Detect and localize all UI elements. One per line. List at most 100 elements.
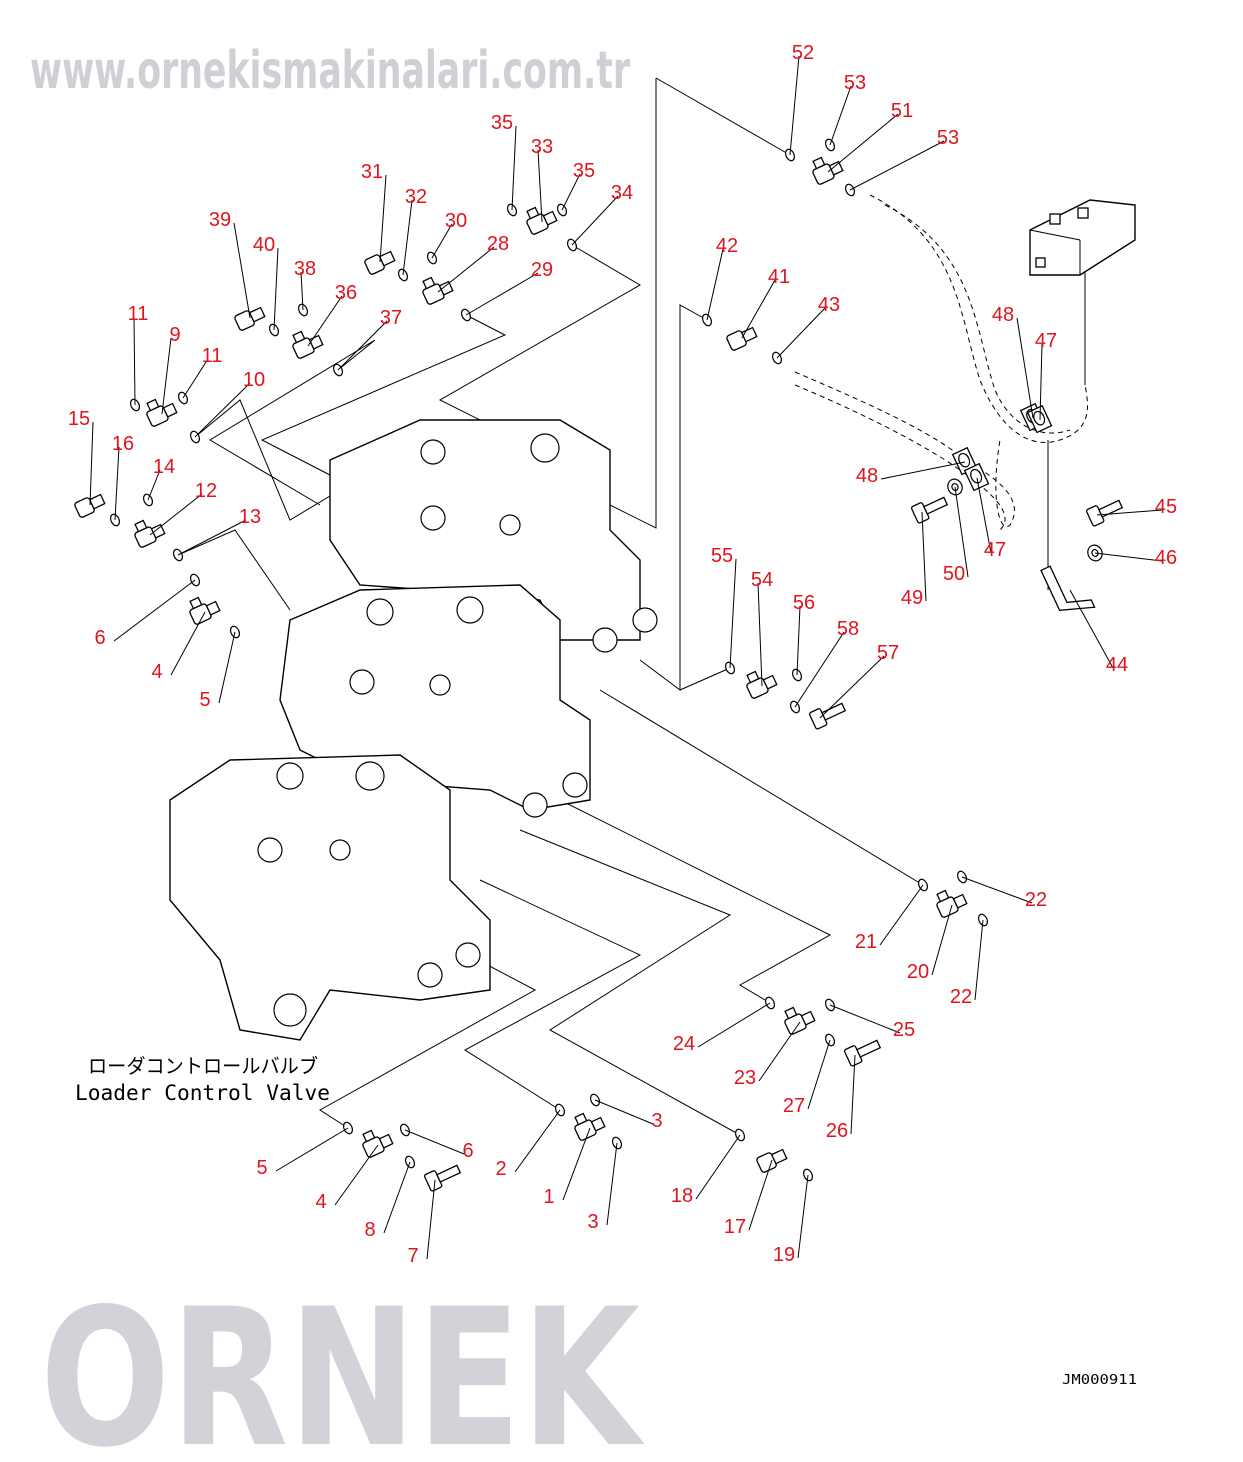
- leader-line: [1016, 317, 1034, 419]
- callout-labels: 5253515335333534313230282939403836371191…: [68, 42, 1177, 1267]
- caption-japanese: ローダコントロールバルブ: [88, 1054, 318, 1078]
- caption-english: Loader Control Valve: [75, 1081, 330, 1105]
- callout-label: 42: [716, 235, 738, 257]
- callout-label: 45: [1155, 496, 1177, 518]
- callout-label: 23: [734, 1067, 756, 1089]
- leader-line: [706, 248, 724, 321]
- leader-line: [796, 605, 801, 676]
- callout-label: 10: [243, 369, 265, 391]
- callout-label: 51: [891, 100, 913, 122]
- callout-label: 43: [818, 294, 840, 316]
- leader-line: [1094, 552, 1163, 562]
- leader-line: [404, 1129, 465, 1155]
- leader-line: [931, 904, 953, 976]
- valve-block: [1029, 199, 1136, 276]
- leader-line: [757, 582, 763, 687]
- callout-label: 15: [68, 408, 90, 430]
- leader-line: [194, 382, 251, 438]
- callout-label: 3: [587, 1211, 598, 1233]
- leader-line: [748, 1159, 773, 1231]
- leader-line: [695, 1134, 741, 1200]
- callout-label: 41: [768, 266, 790, 288]
- callout-label: 53: [844, 72, 866, 94]
- drawing-code: JM000911: [1062, 1373, 1137, 1388]
- callout-label: 5: [199, 689, 210, 711]
- callout-label: 6: [462, 1140, 473, 1162]
- callout-label: 47: [1035, 330, 1057, 352]
- callout-label: 36: [335, 282, 357, 304]
- callout-label: 35: [573, 160, 595, 182]
- leader-line: [170, 611, 206, 676]
- leader-line: [334, 1144, 379, 1206]
- callout-label: 34: [611, 182, 633, 204]
- leader-line: [794, 631, 845, 708]
- callout-label: 58: [837, 618, 859, 640]
- leader-line: [829, 85, 852, 146]
- watermark: www.ornekismakinalari.com.tr ORNEK: [30, 41, 645, 1462]
- callout-label: 29: [531, 259, 553, 281]
- leader-lines: [89, 55, 1163, 1260]
- elbow-fitting-part: [812, 156, 844, 185]
- elbow-fitting-part: [189, 596, 221, 625]
- callout-label: 14: [153, 456, 175, 478]
- watermark-brand: ORNEK: [40, 1268, 645, 1462]
- callout-label: 50: [943, 563, 965, 585]
- leader-line: [149, 493, 203, 536]
- callout-label: 28: [487, 233, 509, 255]
- leader-line: [337, 320, 388, 371]
- callout-label: 11: [128, 303, 149, 325]
- callout-label: 53: [937, 127, 959, 149]
- callout-label: 8: [364, 1219, 375, 1241]
- leader-line: [561, 173, 581, 211]
- leader-line: [307, 295, 343, 347]
- callout-label: 20: [907, 961, 929, 983]
- callout-label: 48: [992, 304, 1014, 326]
- callout-label: 52: [792, 42, 814, 64]
- leader-line: [537, 149, 543, 223]
- callout-label: 27: [783, 1095, 805, 1117]
- leader-line: [1069, 589, 1114, 669]
- leader-line: [511, 125, 517, 211]
- leader-line: [1039, 343, 1043, 421]
- bolt-part: [843, 1039, 882, 1067]
- fitting-part: [364, 250, 396, 275]
- callout-label: 38: [294, 258, 316, 280]
- elbow-fitting-part: [134, 519, 166, 548]
- callout-label: 9: [169, 324, 180, 346]
- leader-line: [879, 884, 924, 946]
- bracket-part: [1040, 565, 1096, 611]
- o-ring-part: [506, 203, 518, 217]
- callout-label: 31: [361, 161, 383, 183]
- callout-label: 1: [543, 1186, 554, 1208]
- leader-line: [218, 631, 236, 704]
- callout-label: 33: [531, 136, 553, 158]
- leader-line: [829, 1004, 901, 1034]
- elbow-fitting-part: [574, 1112, 606, 1141]
- fitting-part: [726, 326, 758, 351]
- elbow-fitting-part: [936, 889, 968, 918]
- callout-label: 32: [405, 186, 427, 208]
- callout-label: 3: [651, 1110, 662, 1132]
- leader-line: [182, 358, 209, 399]
- elbow-fitting-part: [422, 276, 454, 305]
- leader-line: [880, 461, 966, 480]
- elbow-fitting-part: [292, 330, 324, 359]
- leader-line: [819, 655, 885, 719]
- leader-line: [133, 316, 136, 406]
- callout-label: 48: [856, 465, 878, 487]
- leader-line: [606, 1142, 618, 1226]
- leader-line: [113, 579, 196, 642]
- elbow-fitting-part: [784, 1006, 816, 1035]
- leader-line: [807, 1039, 831, 1110]
- bolt-part: [1085, 499, 1124, 527]
- callout-label: 55: [711, 545, 733, 567]
- callout-label: 40: [253, 234, 275, 256]
- callout-label: 18: [671, 1185, 693, 1207]
- callout-label: 12: [195, 480, 217, 502]
- leader-line: [300, 271, 304, 311]
- callout-label: 4: [151, 661, 162, 683]
- callout-label: 49: [901, 587, 923, 609]
- elbow-fitting-part: [526, 206, 558, 235]
- leader-line: [571, 195, 619, 246]
- leader-line: [741, 279, 776, 339]
